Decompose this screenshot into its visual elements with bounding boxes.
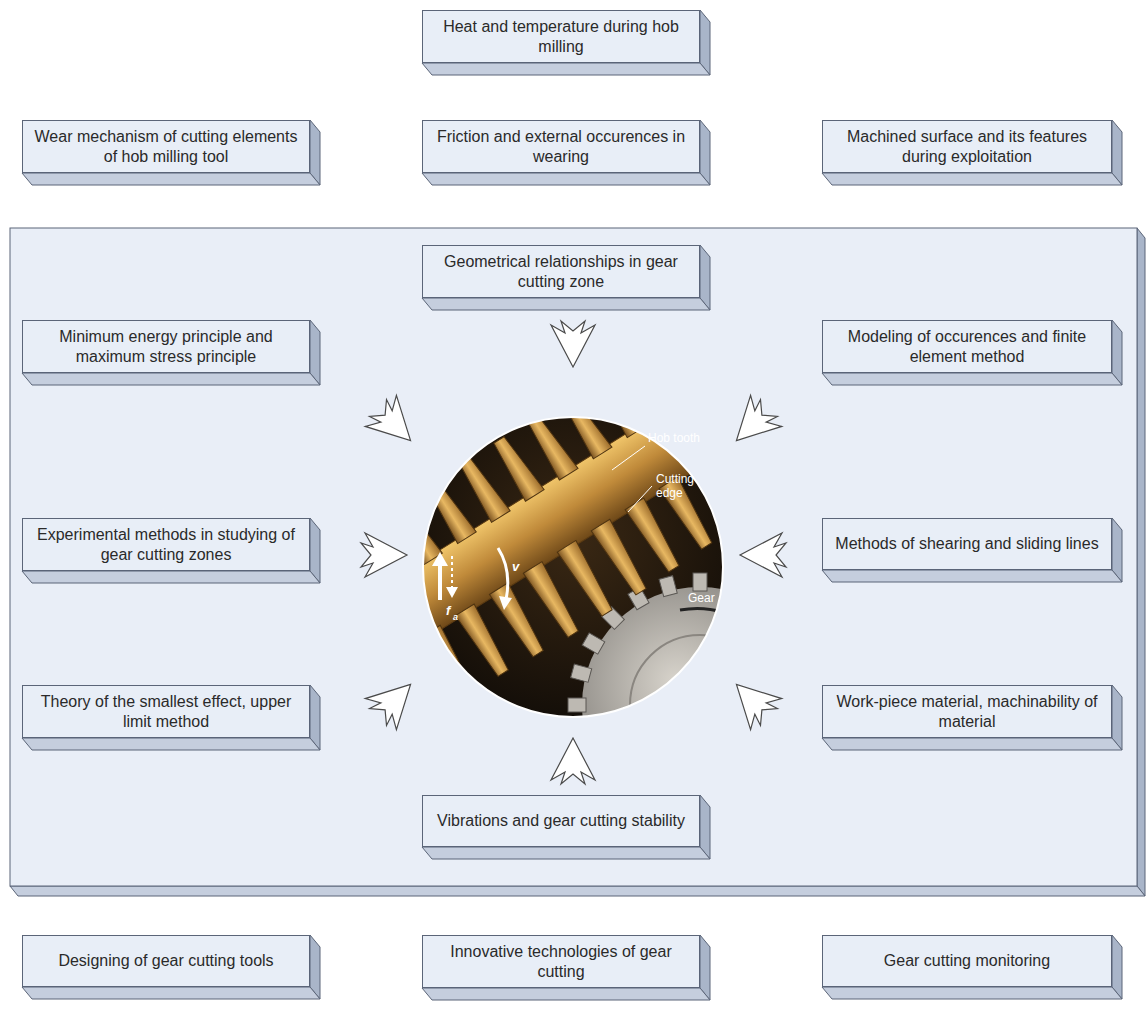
topic-text: Designing of gear cutting tools [58, 951, 273, 970]
topic-text: Experimental methods in studying of gear… [31, 525, 301, 563]
topic-box: Machined surface and its features during… [822, 120, 1112, 173]
topic-box: Geometrical relationships in gear cuttin… [422, 245, 700, 298]
part-label: Gear [688, 592, 715, 606]
topic-box: Innovative technologies of gear cutting [422, 935, 700, 988]
panel [10, 228, 1145, 896]
topic-box: Designing of gear cutting tools [22, 935, 310, 987]
topic-text: Work-piece material, machinability of ma… [831, 692, 1103, 730]
topic-box: Wear mechanism of cutting elements of ho… [22, 120, 310, 173]
topic-box: Vibrations and gear cutting stability [422, 795, 700, 847]
hob-illustration [314, 312, 829, 823]
topic-text: Wear mechanism of cutting elements of ho… [31, 127, 301, 165]
topic-box: Methods of shearing and sliding lines [822, 518, 1112, 570]
topic-text: Methods of shearing and sliding lines [835, 534, 1098, 553]
topic-box: Minimum energy principle and maximum str… [22, 320, 310, 373]
topic-text: Innovative technologies of gear cutting [431, 942, 691, 980]
topic-box: Gear cutting monitoring [822, 935, 1112, 987]
topic-text: Geometrical relationships in gear cuttin… [431, 252, 691, 290]
topic-text: Friction and external occurences in wear… [431, 127, 691, 165]
topic-box: Experimental methods in studying of gear… [22, 518, 310, 571]
part-label: Cutting edge [656, 473, 702, 501]
topic-text: Gear cutting monitoring [884, 951, 1050, 970]
topic-box: Heat and temperature during hob milling [422, 10, 700, 63]
part-label: a [453, 612, 458, 622]
topic-box: Theory of the smallest effect, upper lim… [22, 685, 310, 738]
topic-text: Machined surface and its features during… [831, 127, 1103, 165]
topic-text: Theory of the smallest effect, upper lim… [31, 692, 301, 730]
topic-text: Heat and temperature during hob milling [431, 17, 691, 55]
part-label: v [512, 560, 519, 575]
topic-box: Modeling of occurences and finite elemen… [822, 320, 1112, 373]
part-label: Hob tooth [648, 432, 700, 446]
topic-text: Minimum energy principle and maximum str… [31, 327, 301, 365]
topic-text: Vibrations and gear cutting stability [437, 811, 685, 830]
topic-text: Modeling of occurences and finite elemen… [831, 327, 1103, 365]
topic-box: Work-piece material, machinability of ma… [822, 685, 1112, 738]
topic-box: Friction and external occurences in wear… [422, 120, 700, 173]
pointer-arrows [361, 321, 786, 784]
part-label: f [446, 604, 450, 619]
